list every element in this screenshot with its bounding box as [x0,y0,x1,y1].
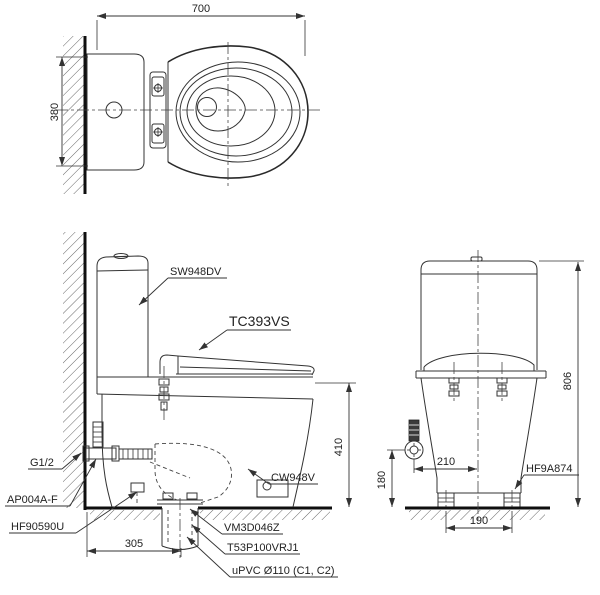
label-bowl: CW948V [271,472,316,484]
flange-bolt [186,492,198,500]
seat-outer [175,61,301,163]
stop-valve-body [85,447,117,460]
wall-hatch [63,36,84,194]
label-floor-fixing: HF90590U [11,521,64,533]
bowl-rim [186,75,276,147]
tank-profile [96,255,149,377]
label-joint: T53P100VRJ1 [227,542,299,554]
rear-view-elevation: 210 180 190 806 HF9A874 [376,250,584,533]
fixing-box [256,479,289,498]
dim-806-label: 806 [562,372,574,390]
label-stop-valve: AP004A-F [7,494,58,506]
tank-lid-knob [113,253,129,259]
seat-top [177,355,315,376]
label-foot-bolt: HF9A874 [526,463,572,475]
foot-right [503,490,521,509]
lid-outline [167,45,309,179]
label-drain-pipe: uPVC Ø110 (C1, C2) [232,565,335,577]
dim-380-label: 380 [49,103,61,121]
pedestal-left [420,377,438,493]
side-view-elevation: 410 305 SW948DV TC393VS CW948V G1/2 AP00… [5,232,356,578]
supply-pipe [92,421,104,448]
washlet-back [159,354,179,374]
bowl-back [101,394,113,508]
floor-hatch [409,510,545,520]
dim-210-label: 210 [437,456,455,468]
water-spot [195,87,246,132]
seat-bolt-right [496,362,508,401]
label-tank: SW948DV [170,266,222,278]
seat-dome [423,352,535,371]
dim-410-label: 410 [333,438,345,456]
seat-inner [179,67,293,157]
floor-fixing [130,482,145,493]
seat-bolt-left [448,362,460,401]
seat-bolt [158,378,170,386]
label-seat: TC393VS [229,313,290,329]
supply-valve [404,419,424,460]
dim-180-label: 180 [376,471,388,489]
trapway [154,442,232,504]
wall-hatch [63,232,84,508]
pedestal-right [520,377,538,493]
dim-305-label: 305 [125,538,143,550]
foot-left [437,490,455,509]
top-view-plan: 700 380 [49,3,322,194]
floor-hatch [200,510,330,520]
tank-plan [86,53,145,171]
dim-700-label: 700 [192,3,210,15]
dim-190-label: 190 [470,515,488,527]
tank-lid-knob [470,256,483,262]
flex-hose [118,448,153,460]
sump [197,97,217,117]
label-supply-thread: G1/2 [30,457,54,469]
label-flange: VM3D046Z [224,522,280,534]
floor-hatch [90,510,160,520]
bowl-front [292,398,314,508]
flange-bolt [162,492,174,500]
